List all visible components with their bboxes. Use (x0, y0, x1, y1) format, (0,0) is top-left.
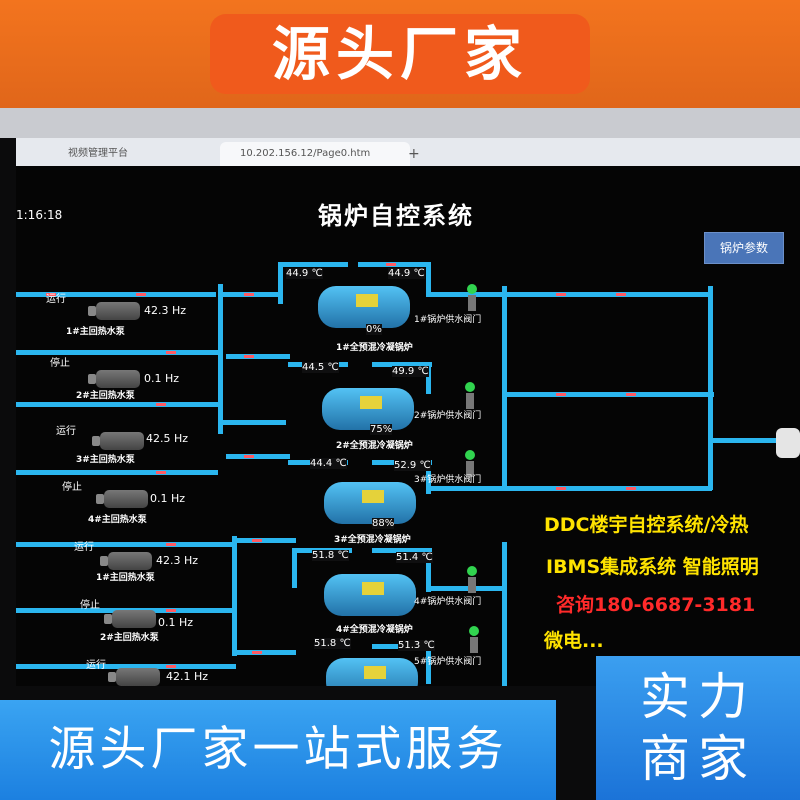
boiler-outlet-temp: 52.9 ℃ (394, 460, 431, 471)
tab-page0[interactable]: 10.202.156.12/Page0.htm (220, 142, 410, 166)
boiler-outlet-temp: 51.4 ℃ (396, 552, 433, 563)
pump-frequency: 0.1 Hz (158, 616, 194, 629)
valve-label: 5#锅炉供水阀门 (414, 657, 482, 667)
pump-label: 4#主回热水泵 (88, 515, 147, 525)
pump-frequency: 42.3 Hz (144, 304, 187, 317)
clock: 1:16:18 (16, 208, 63, 222)
tab-video-platform[interactable]: 视频管理平台 (68, 142, 228, 166)
boiler-reading: 75% (370, 424, 393, 435)
bottom-banner-left: 源头厂家一站式服务 (0, 700, 556, 800)
boiler-inlet-temp: 44.9 ℃ (286, 268, 323, 279)
ad-line-1: DDC楼宇自控系统/冷热 (544, 514, 749, 536)
pump-frequency: 0.1 Hz (150, 492, 186, 505)
boiler-outlet-temp: 51.3 ℃ (398, 640, 435, 651)
monitor-frame (0, 108, 800, 138)
banner-line-2: 商家 (640, 730, 756, 788)
pump-status: 停止 (50, 358, 70, 369)
pump-status: 运行 (74, 542, 94, 553)
pump-status: 运行 (86, 660, 106, 671)
ad-line-2: IBMS集成系统 智能照明 (546, 556, 759, 578)
tab-label: 视频管理平台 (68, 148, 128, 159)
pump-frequency: 42.1 Hz (166, 670, 209, 683)
boiler-label: 2#全预混冷凝锅炉 (336, 441, 413, 451)
boiler-icon (322, 388, 414, 430)
top-banner: 源头厂家 (210, 14, 590, 94)
valve-label: 4#锅炉供水阀门 (414, 597, 482, 607)
pump-status: 停止 (80, 600, 100, 611)
boiler-icon (326, 658, 418, 686)
pump-label: 2#主回热水泵 (100, 633, 159, 643)
bottom-banner-right: 实力 商家 (596, 656, 800, 800)
boiler-label: 3#全预混冷凝锅炉 (334, 535, 411, 545)
pump-motor-icon (96, 490, 148, 508)
ad-phone: 咨询180-6687-3181 (556, 594, 756, 616)
tab-label: 10.202.156.12/Page0.htm (240, 148, 371, 159)
boiler-reading: 0% (366, 324, 382, 335)
boiler-reading: 88% (372, 518, 395, 529)
pump-status: 运行 (56, 426, 76, 437)
boiler-label: 4#全预混冷凝锅炉 (336, 625, 413, 635)
banner-line-1: 实力 (640, 668, 756, 726)
pump-motor-icon (108, 668, 160, 686)
valve-icon (468, 626, 480, 654)
pump-label: 3#主回热水泵 (76, 455, 135, 465)
pump-motor-icon (88, 370, 140, 388)
boiler-label: 1#全预混冷凝锅炉 (336, 343, 413, 353)
valve-icon (466, 284, 478, 312)
boiler-inlet-temp: 44.4 ℃ (310, 458, 347, 469)
valve-label: 2#锅炉供水阀门 (414, 411, 482, 421)
pump-frequency: 42.5 Hz (146, 432, 189, 445)
pump-label: 1#主回热水泵 (96, 573, 155, 583)
boiler-outlet-temp: 44.9 ℃ (388, 268, 425, 279)
pump-status: 运行 (46, 294, 66, 305)
pump-status: 停止 (62, 482, 82, 493)
pump-frequency: 42.3 Hz (156, 554, 199, 567)
new-tab-icon[interactable]: + (408, 146, 420, 162)
pump-motor-icon (92, 432, 144, 450)
scada-screen: 1:16:18 锅炉自控系统 锅炉参数 (16, 166, 800, 686)
valve-icon (464, 382, 476, 410)
tank-icon (776, 428, 800, 458)
valve-label: 3#锅炉供水阀门 (414, 475, 482, 485)
boiler-inlet-temp: 51.8 ℃ (312, 550, 349, 561)
boiler-icon (324, 482, 416, 524)
valve-icon (466, 566, 478, 594)
pump-frequency: 0.1 Hz (144, 372, 180, 385)
boiler-icon (318, 286, 410, 328)
boiler-icon (324, 574, 416, 616)
boiler-inlet-temp: 44.5 ℃ (302, 362, 339, 373)
page-title: 锅炉自控系统 (318, 202, 474, 230)
pump-motor-icon (88, 302, 140, 320)
boiler-params-button[interactable]: 锅炉参数 (704, 232, 784, 264)
valve-label: 1#锅炉供水阀门 (414, 315, 482, 325)
pump-motor-icon (104, 610, 156, 628)
ad-line-4: 微电... (544, 630, 604, 652)
pump-motor-icon (100, 552, 152, 570)
pump-label: 1#主回热水泵 (66, 327, 125, 337)
pump-label: 2#主回热水泵 (76, 391, 135, 401)
boiler-outlet-temp: 49.9 ℃ (392, 366, 429, 377)
browser-tabbar: 视频管理平台 10.202.156.12/Page0.htm + (16, 138, 800, 167)
boiler-inlet-temp: 51.8 ℃ (314, 638, 351, 649)
valve-icon (464, 450, 476, 478)
